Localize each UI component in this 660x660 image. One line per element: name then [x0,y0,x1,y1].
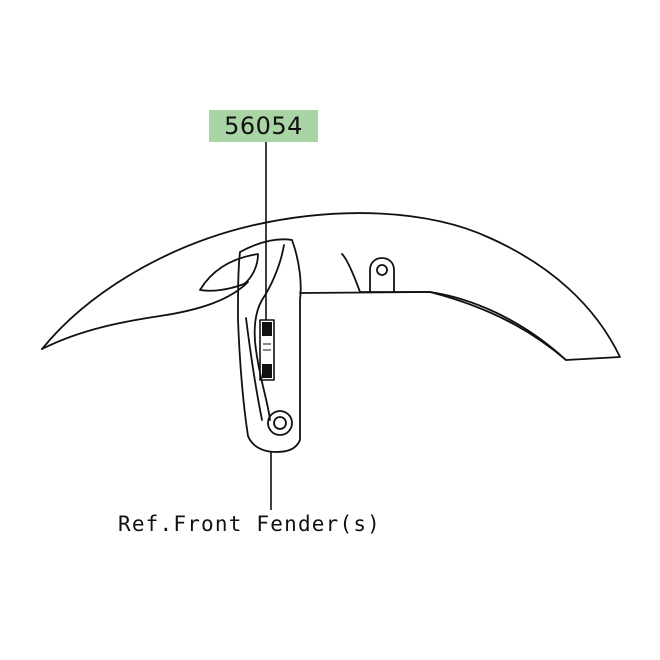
mount-bolt-hole-inner [273,416,287,430]
fender-inner-edge [41,281,249,350]
warning-label-sticker [259,319,275,381]
warning-label-details [262,322,272,378]
fork-bracket [237,238,302,453]
fender-outline [41,212,621,361]
fender-rear-underside [299,291,567,361]
mount-tab-hole [376,264,388,276]
bracket-vent-slot [199,253,259,292]
bracket-lower-contour [245,317,263,421]
mount-bolt-hole-outer [267,410,293,436]
part-number-callout[interactable]: 56054 [209,110,318,142]
bracket-inner-contour [253,244,285,421]
reference-label: Ref.Front Fender(s) [118,512,382,536]
mount-tab [369,257,395,293]
